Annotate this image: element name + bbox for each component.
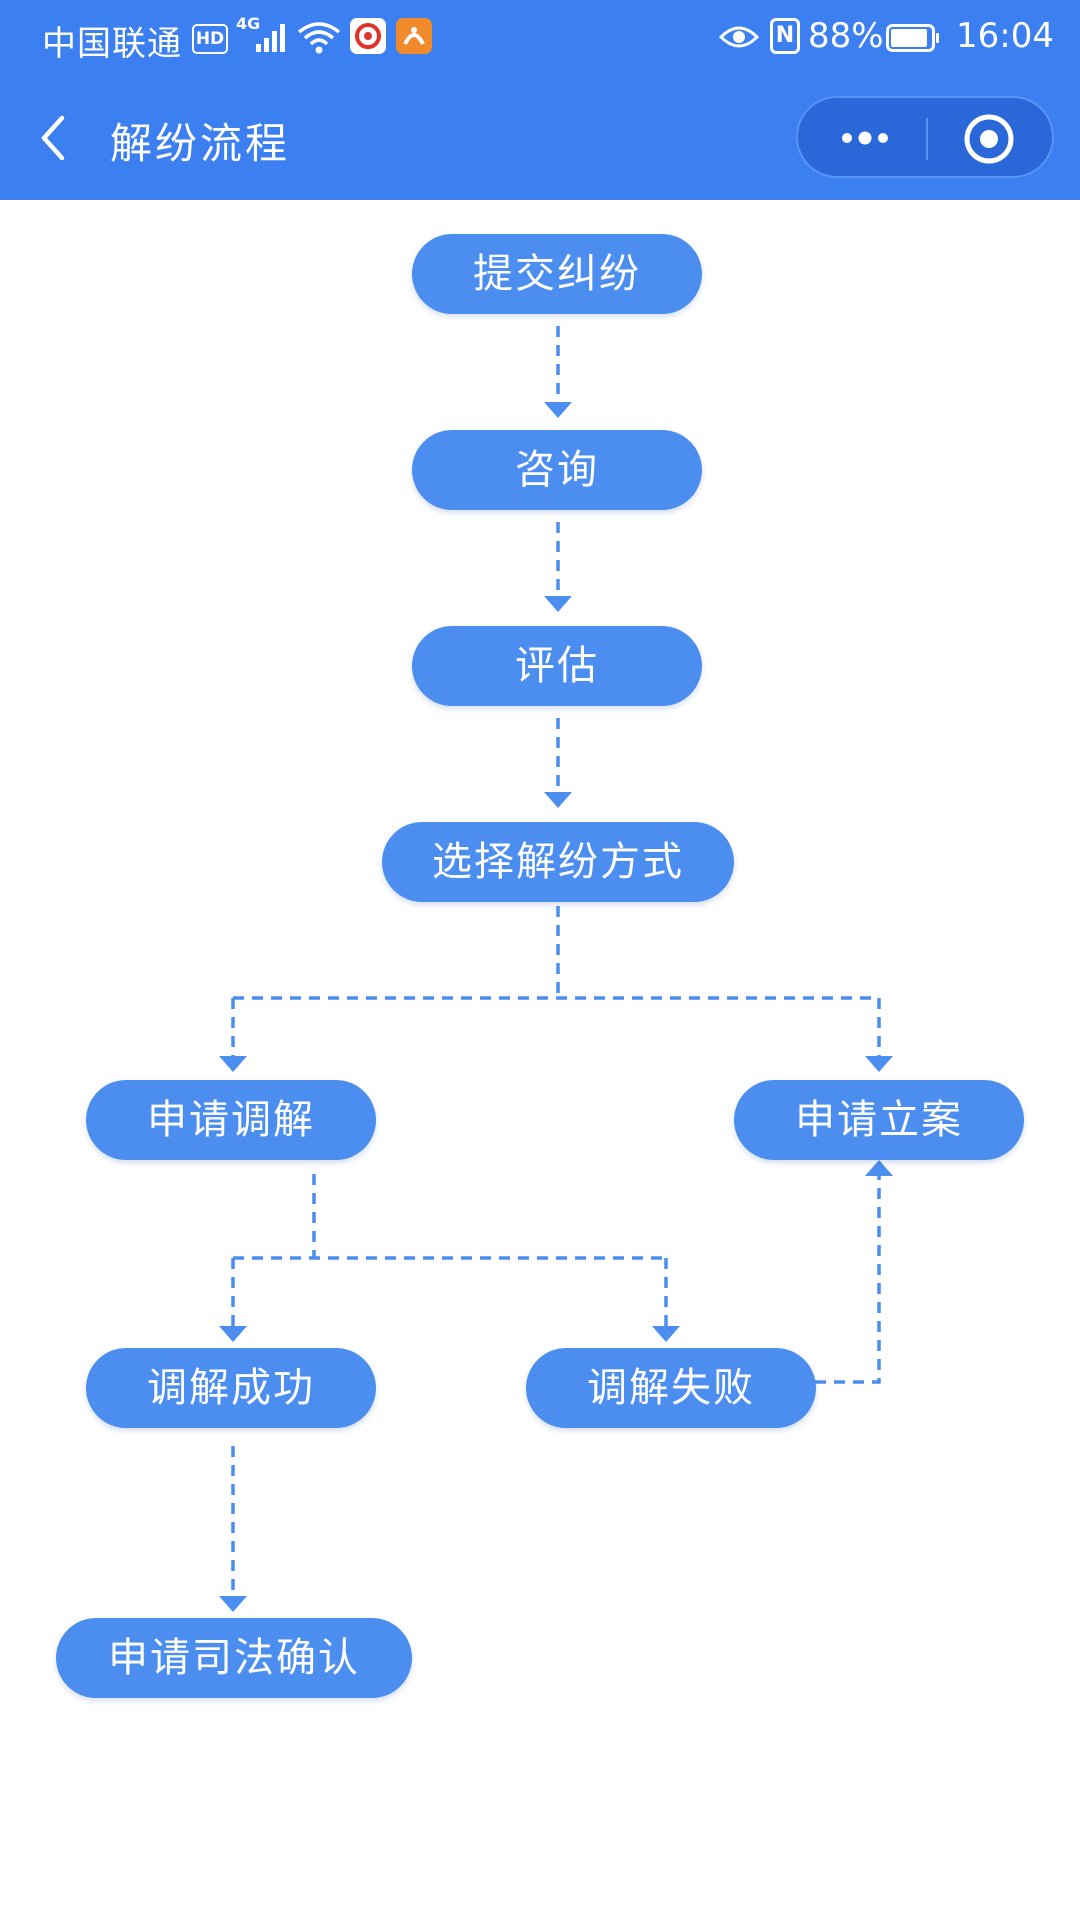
capsule-divider: [926, 118, 928, 160]
close-mini-program-icon[interactable]: [962, 112, 1016, 166]
eye-comfort-icon: [718, 26, 760, 48]
step-apply-mediation[interactable]: 申请调解: [86, 1080, 376, 1160]
network-type: 4G: [236, 14, 261, 33]
step-apply-case-filing[interactable]: 申请立案: [734, 1080, 1024, 1160]
more-options-icon[interactable]: [830, 106, 900, 170]
arrowhead-consult: [544, 402, 572, 418]
connector-failure-to-filing: [815, 1176, 881, 1384]
back-arrow-icon[interactable]: [34, 110, 74, 166]
arrowhead-filing-from-failure: [865, 1160, 893, 1176]
dispute-resolution-flowchart: 提交纠纷 咨询 评估 选择解纷方式 申请调解 申请立案 调解成功 调解失败 申请…: [0, 200, 1080, 1920]
battery-icon: [886, 24, 939, 52]
arrowhead-evaluate: [544, 596, 572, 612]
arrowhead-confirmation: [219, 1596, 247, 1612]
browser-app-icon: [396, 18, 432, 54]
status-bar: 中国联通 HD 4G: [0, 0, 1080, 76]
step-consult[interactable]: 咨询: [412, 430, 702, 510]
arrowhead-filing: [865, 1056, 893, 1072]
step-choose-method[interactable]: 选择解纷方式: [382, 822, 734, 902]
flow-connectors: [219, 326, 893, 1612]
battery-percent: 88%: [808, 16, 884, 56]
nfc-icon: N: [770, 18, 800, 54]
signal-icon: [256, 24, 285, 52]
arrowhead-choose: [544, 792, 572, 808]
step-mediation-failure[interactable]: 调解失败: [526, 1348, 816, 1428]
mini-program-capsule: [796, 96, 1054, 178]
hd-badge: HD: [192, 24, 228, 54]
arrowhead-success: [219, 1326, 247, 1342]
app-header: 中国联通 HD 4G: [0, 0, 1080, 200]
page-title: 解纷流程: [110, 119, 291, 168]
clock: 16:04: [956, 16, 1054, 56]
wifi-icon: [297, 22, 341, 54]
arrowhead-failure: [652, 1326, 680, 1342]
step-submit-dispute[interactable]: 提交纠纷: [412, 234, 702, 314]
arrowhead-mediation: [219, 1056, 247, 1072]
step-mediation-success[interactable]: 调解成功: [86, 1348, 376, 1428]
step-evaluate[interactable]: 评估: [412, 626, 702, 706]
carrier-name: 中国联通: [42, 24, 182, 64]
notification-app-icon: [350, 18, 386, 54]
step-judicial-confirmation[interactable]: 申请司法确认: [56, 1618, 412, 1698]
